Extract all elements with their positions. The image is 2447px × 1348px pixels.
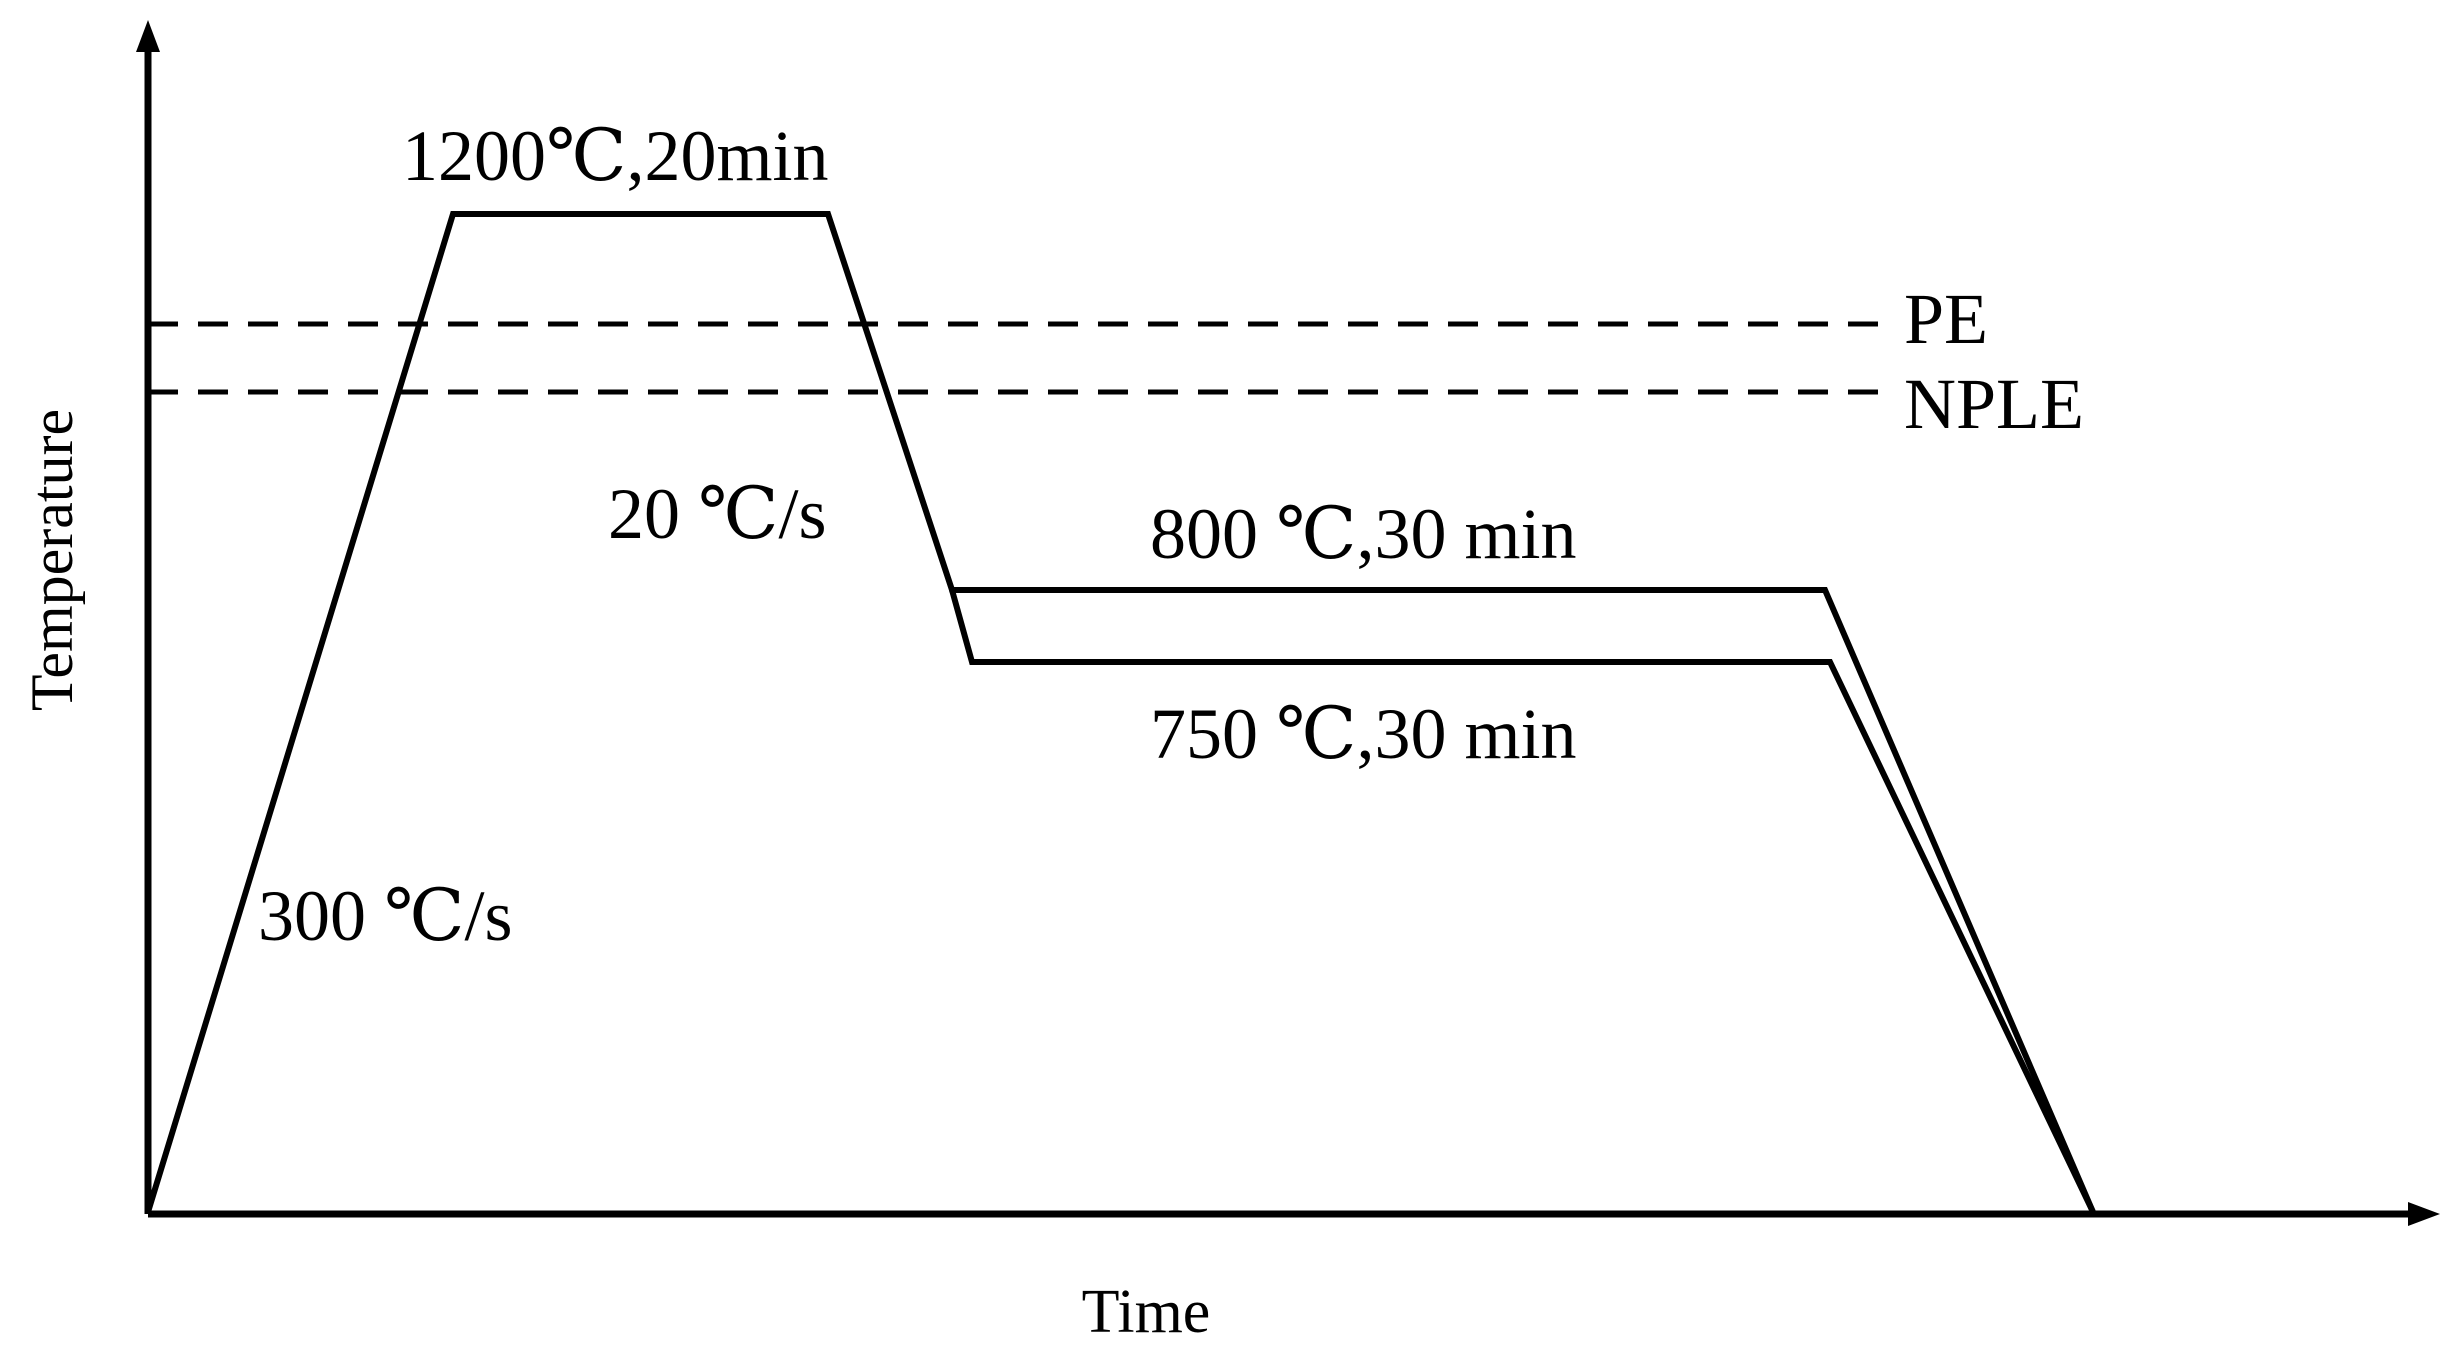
x-axis-arrowhead (2408, 1202, 2440, 1226)
nple-label: NPLE (1904, 364, 2084, 444)
reference-lines (148, 321, 1895, 395)
solution-treatment-label: 1200℃,20min (402, 116, 829, 196)
x-axis-title: Time (1082, 1278, 1211, 1346)
profile-750 (949, 589, 2096, 1214)
aging-lower-label: 750 ℃,30 min (1150, 694, 1577, 774)
y-axis-title: Temperature (19, 409, 85, 711)
aging-upper-label: 800 ℃,30 min (1150, 494, 1577, 574)
axes (144, 40, 2420, 1218)
heating-rate-label: 300 ℃/s (258, 876, 513, 956)
cooling-rate-label: 20 ℃/s (608, 474, 827, 554)
profile-800 (145, 211, 2096, 1214)
y-axis-arrowhead (136, 20, 160, 52)
temperature-profiles (145, 211, 2096, 1214)
pe-label: PE (1904, 279, 1988, 359)
